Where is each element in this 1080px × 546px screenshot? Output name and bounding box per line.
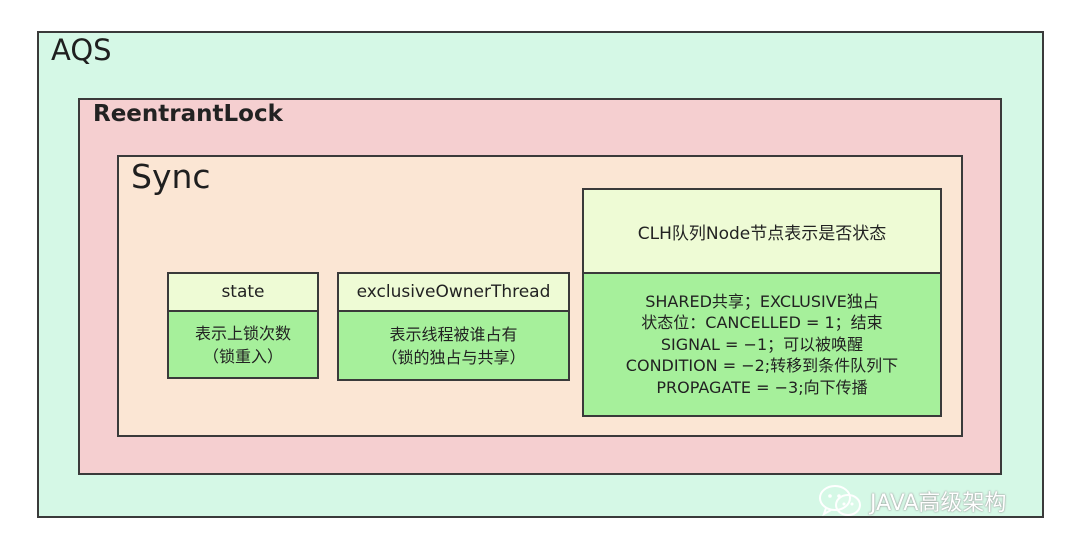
clh-node-card-line: CONDITION = −2;转移到条件队列下 bbox=[625, 356, 899, 376]
clh-node-card-line: SIGNAL = −1；可以被唤醒 bbox=[660, 334, 864, 354]
clh-node-card-line: SHARED共享；EXCLUSIVE独占 bbox=[645, 291, 879, 311]
clh-node-card-line: PROPAGATE = −3;向下传播 bbox=[656, 377, 868, 397]
clh-node-card-header: CLH队列Node节点表示是否状态 bbox=[582, 188, 942, 274]
sync-title: Sync bbox=[131, 157, 211, 196]
owner-thread-card-line: （锁的独占与共享） bbox=[381, 347, 526, 367]
clh-node-card-line: 状态位：CANCELLED = 1；结束 bbox=[641, 313, 883, 333]
reentrant-lock-title: ReentrantLock bbox=[93, 101, 283, 127]
clh-node-card-body: SHARED共享；EXCLUSIVE独占 状态位：CANCELLED = 1；结… bbox=[582, 274, 942, 417]
state-card-line: （锁重入） bbox=[202, 346, 283, 366]
watermark-text: JAVA高级架构 bbox=[870, 491, 1007, 516]
aqs-title: AQS bbox=[51, 33, 112, 67]
owner-thread-card-body: 表示线程被谁占有 （锁的独占与共享） bbox=[337, 312, 570, 381]
state-card-header: state bbox=[167, 272, 319, 312]
owner-thread-card-header: exclusiveOwnerThread bbox=[337, 272, 570, 312]
owner-thread-card-line: 表示线程被谁占有 bbox=[389, 324, 518, 344]
state-card-body: 表示上锁次数 （锁重入） bbox=[167, 312, 319, 379]
watermark: JAVA高级架构 bbox=[818, 481, 1006, 521]
wechat-icon bbox=[818, 484, 864, 518]
state-card-line: 表示上锁次数 bbox=[194, 323, 291, 343]
